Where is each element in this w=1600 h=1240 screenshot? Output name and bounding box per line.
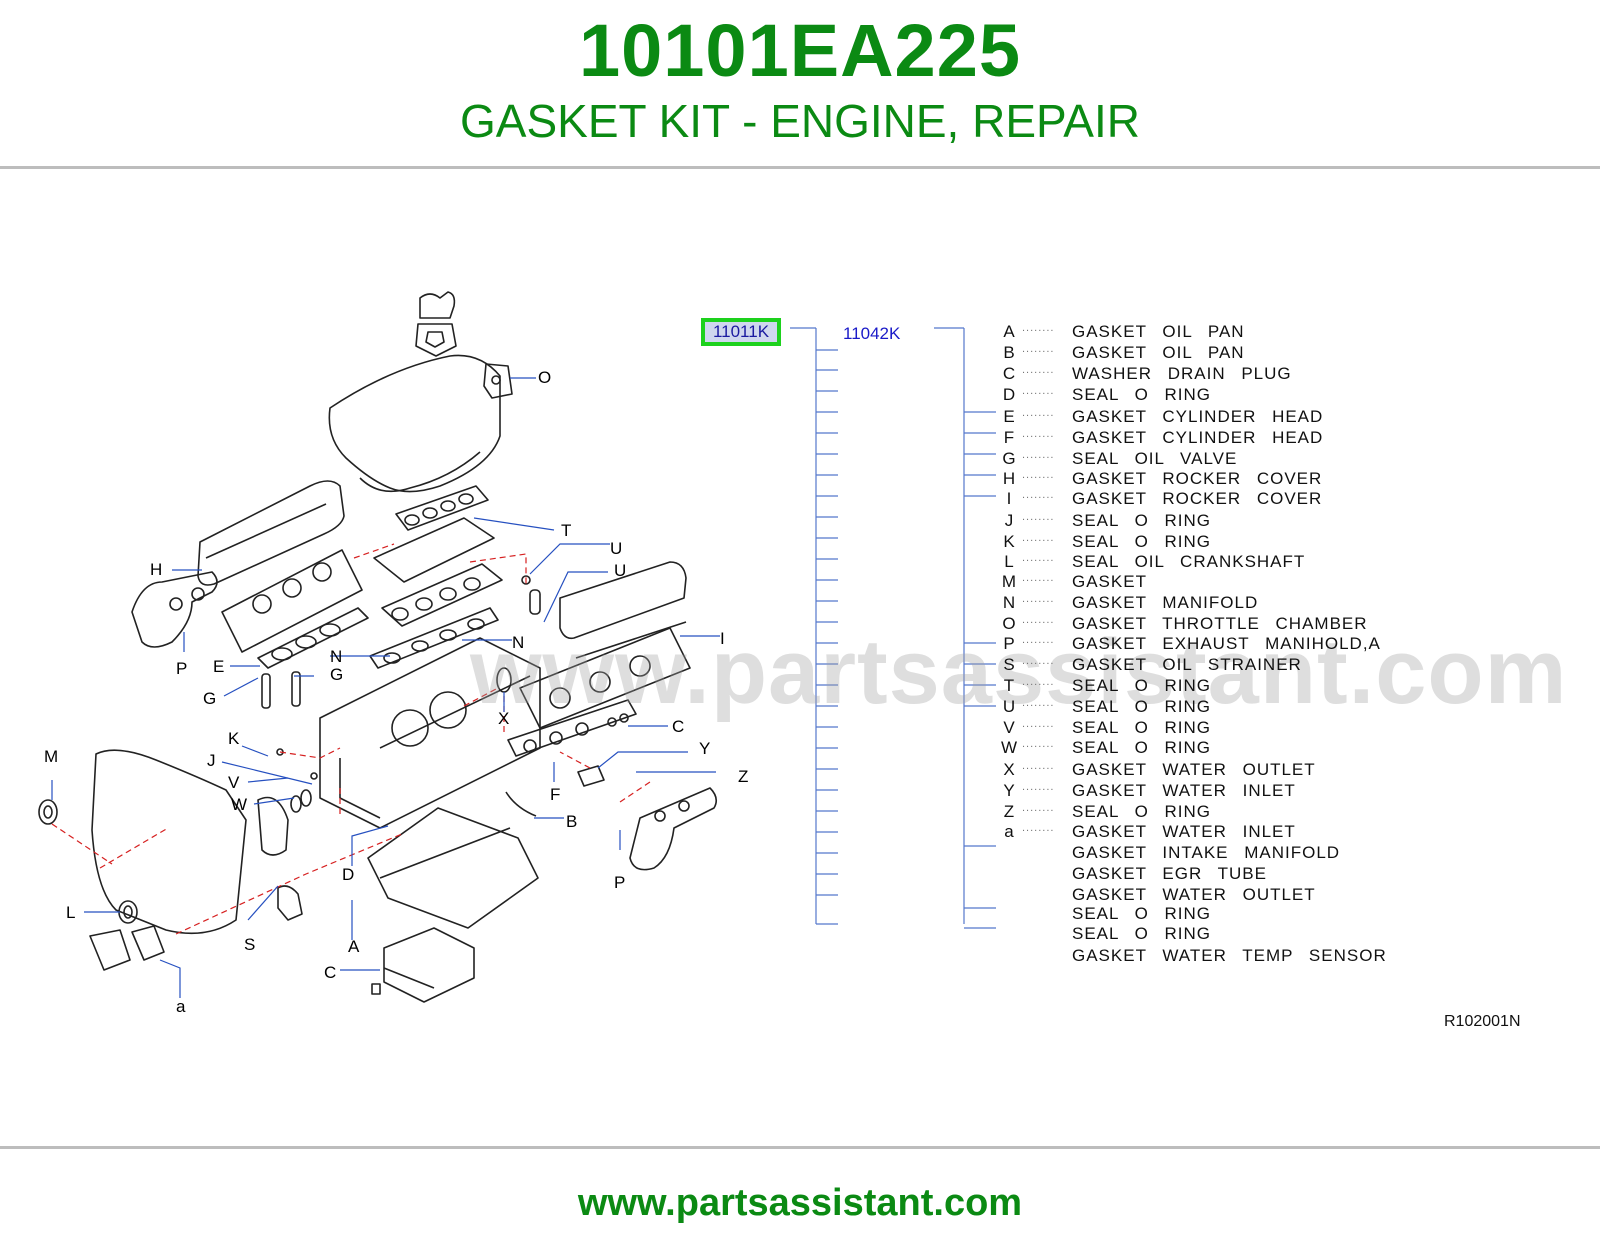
part-ref-11011K-link[interactable]: 11011K — [701, 318, 781, 346]
callout-C-2: C — [324, 963, 337, 982]
footer-site-link[interactable]: www.partsassistant.com — [577, 1182, 1023, 1224]
callout-W: W — [231, 795, 248, 814]
callout-M: M — [44, 747, 59, 766]
callout-B: B — [566, 812, 578, 831]
callout-N: N — [330, 647, 343, 666]
exploded-parts-diagram: www.partsassistant.com O T U U H I N N P… — [0, 268, 1600, 1078]
figure-code: R102001N — [1444, 1013, 1521, 1030]
part-description-title: GASKET KIT - ENGINE, REPAIR — [460, 95, 1140, 147]
page-header: 10101EA225 GASKET KIT - ENGINE, REPAIR — [0, 0, 1600, 168]
callout-a: a — [176, 997, 186, 1016]
callout-K: K — [228, 729, 240, 748]
callout-U-2: U — [614, 561, 627, 580]
part-ref-11042K-link[interactable]: 11042K — [843, 324, 901, 343]
callout-Z: Z — [738, 767, 749, 786]
callout-V: V — [228, 773, 240, 792]
callout-C: C — [672, 717, 685, 736]
callout-S: S — [244, 935, 256, 954]
throttle-part — [419, 291, 456, 319]
callout-Y: Y — [699, 739, 711, 758]
part-number-title: 10101EA225 — [578, 9, 1022, 92]
header-divider — [0, 166, 1600, 169]
tree-branches-left — [816, 349, 838, 925]
callout-X: X — [498, 709, 510, 728]
engine-drawing — [38, 291, 996, 1003]
callout-P: P — [176, 659, 188, 678]
callout-D: D — [342, 865, 355, 884]
callout-T: T — [561, 521, 572, 540]
tree-branches-right — [964, 411, 996, 929]
callout-A: A — [348, 937, 360, 956]
callout-I: I — [720, 629, 725, 648]
callout-O: O — [538, 368, 552, 387]
callout-P-2: P — [614, 873, 626, 892]
callout-U: U — [610, 539, 623, 558]
callout-H: H — [150, 560, 163, 579]
callout-N-2: N — [512, 633, 525, 652]
callout-G-2: G — [330, 665, 344, 684]
callout-J: J — [207, 751, 216, 770]
callout-L: L — [66, 903, 76, 922]
callout-G: G — [203, 689, 217, 708]
callout-F: F — [550, 785, 561, 804]
footer-divider — [0, 1146, 1600, 1149]
callout-E: E — [213, 657, 225, 676]
